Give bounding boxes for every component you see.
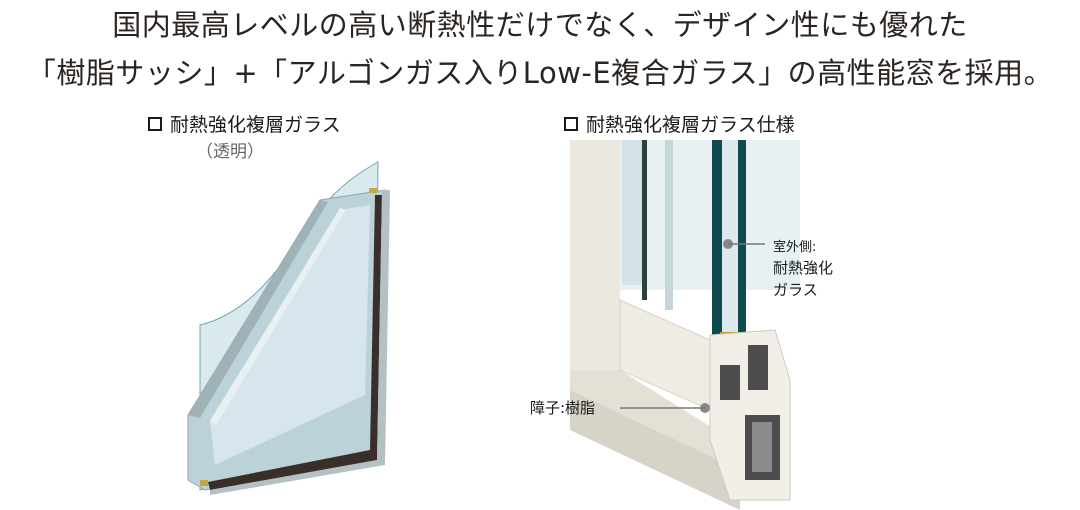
- headline-line-2: 「樹脂サッシ」+「アルゴンガス入りLow-E複合ガラス」の高性能窓を採用。: [26, 56, 1054, 90]
- outdoor-glass-line-1: 耐熱強化: [773, 259, 834, 277]
- left-caption-text: 耐熱強化複層ガラス: [170, 114, 341, 136]
- double-glazed-glass-illustration: [187, 161, 390, 495]
- right-caption-text: 耐熱強化複層ガラス仕様: [586, 114, 795, 136]
- sash-resin-label: 障子:樹脂: [530, 399, 596, 417]
- checkbox-square-icon: [564, 116, 578, 131]
- headline-line-1: 国内最高レベルの高い断熱性だけでなく、デザイン性にも優れた: [112, 8, 968, 42]
- outdoor-side-label: 室外側:: [773, 240, 817, 255]
- checkbox-square-icon: [148, 116, 162, 131]
- outdoor-glass-line-2: ガラス: [773, 281, 818, 299]
- left-caption: 耐熱強化複層ガラス: [148, 110, 341, 137]
- left-subcaption: （透明）: [196, 142, 264, 162]
- resin-sash-cross-section-illustration: [570, 140, 800, 510]
- right-caption: 耐熱強化複層ガラス仕様: [564, 110, 795, 137]
